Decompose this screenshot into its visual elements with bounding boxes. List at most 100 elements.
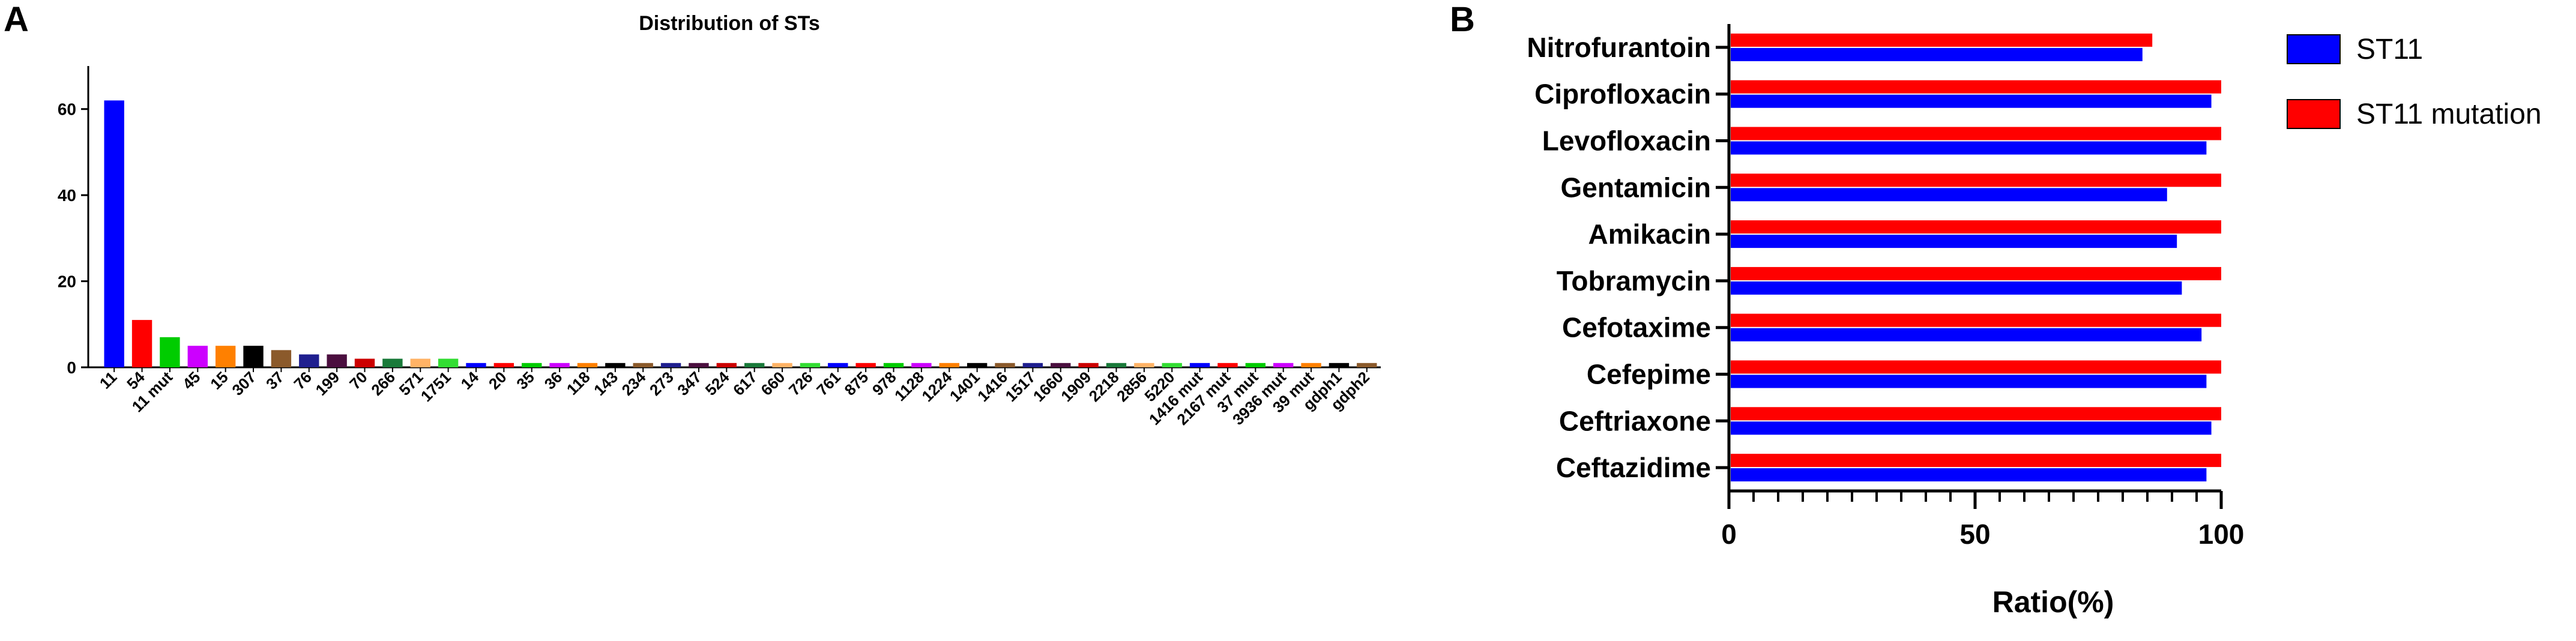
chart-a-xtick-label: 1401 [946, 368, 983, 405]
chart-b-category-label: Levofloxacin [1542, 125, 1711, 157]
chart-b-legend-swatch [2287, 99, 2341, 129]
panel-a-letter: A [4, 0, 29, 39]
chart-b-legend-swatch [2287, 34, 2341, 64]
chart-b-bar [1731, 173, 2221, 187]
chart-a-xtick-label: 524 [702, 368, 733, 399]
chart-a-bar [466, 363, 486, 367]
chart-a-bar [1051, 363, 1071, 367]
chart-a-xtick-label: 1660 [1030, 368, 1067, 405]
chart-a-bar [995, 363, 1015, 367]
chart-a-ytick-label: 60 [58, 100, 76, 119]
chart-b-bar [1731, 235, 2177, 248]
chart-a-xtick-label: 118 [563, 368, 594, 399]
chart-b-bar [1731, 188, 2167, 202]
chart-a-axes [81, 66, 1381, 372]
chart-a-bar [243, 346, 264, 367]
chart-a-bar [1022, 363, 1043, 367]
chart-a-bar [1357, 363, 1377, 367]
chart-b-legend-item: ST11 mutation [2287, 98, 2542, 130]
chart-a-bars [104, 100, 1377, 367]
chart-a-xtick-label: 307 [228, 368, 259, 399]
chart-a-bar [689, 363, 709, 367]
chart-b-bar [1731, 94, 2212, 108]
chart-b-bar [1731, 407, 2221, 421]
chart-a-xtick-label: 14 [457, 368, 483, 393]
chart-b-bar [1731, 33, 2153, 47]
chart-a-xtick-label: 761 [813, 368, 844, 399]
chart-a-xtick-label: 37 [262, 368, 288, 393]
chart-b-bars [1731, 33, 2221, 482]
chart-a-xtick-label: 617 [729, 368, 761, 399]
chart-a-bar [828, 363, 848, 367]
chart-a-ytick-label: 40 [58, 186, 76, 205]
chart-b-category-label: Cefotaxime [1562, 312, 1711, 343]
chart-a-bar [1245, 363, 1266, 367]
chart-a-bar [438, 358, 459, 367]
chart-b-bar [1731, 360, 2221, 374]
chart-b-category-label: Nitrofurantoin [1527, 32, 1711, 63]
chart-b-legend-item: ST11 [2287, 34, 2423, 65]
chart-a-title: Distribution of STs [639, 12, 820, 35]
chart-a-xtick-label: 199 [312, 368, 343, 399]
chart-b-bar [1731, 328, 2202, 342]
chart-a-bar [131, 320, 152, 367]
chart-b-bar [1731, 313, 2221, 327]
chart-a-bar [660, 363, 681, 367]
chart-a-bar [187, 346, 208, 367]
chart-a-xtick-label: 76 [290, 368, 315, 393]
chart-a-bar [215, 346, 236, 367]
chart-a-bar [271, 350, 292, 367]
chart-b-category-label: Ceftazidime [1556, 452, 1711, 483]
chart-a-xtick-label: 11 [96, 368, 121, 393]
chart-a-bar [493, 363, 514, 367]
chart-b-axes [1716, 24, 2223, 509]
chart-a-ytick-label: 0 [67, 358, 76, 377]
chart-a-xtick-label: 660 [757, 368, 788, 399]
chart-b-xtick-label: 100 [2198, 519, 2245, 550]
chart-a-bar [299, 354, 319, 367]
chart-a-bar [1329, 363, 1350, 367]
chart-a-bar [1106, 363, 1127, 367]
chart-a-bar [104, 100, 124, 367]
chart-a-xtick-label: 70 [346, 368, 371, 393]
chart-a-bar [605, 363, 626, 367]
chart-b-category-label: Amikacin [1588, 218, 1711, 250]
chart-a-bar [716, 363, 737, 367]
chart-b-xlabel: Ratio(%) [1992, 585, 2114, 619]
chart-a-bar [772, 363, 792, 367]
chart-b-xtick-label: 50 [1959, 519, 1990, 550]
chart-a-bar [883, 363, 904, 367]
chart-b-bar [1731, 266, 2221, 280]
chart-a-xtick-label: 2856 [1113, 368, 1150, 405]
chart-a-bar [911, 363, 932, 367]
chart-b-category-label: Ceftriaxone [1559, 405, 1711, 436]
chart-a-bar [1217, 363, 1238, 367]
chart-a-xtick-label: 1416 [974, 368, 1011, 405]
chart-b-category-label: Cefepime [1587, 359, 1711, 390]
chart-a-bar [1273, 363, 1294, 367]
chart-a-xtick-label: 234 [618, 368, 650, 399]
chart-b-legend-label: ST11 mutation [2356, 98, 2542, 130]
chart-a-bar [855, 363, 876, 367]
chart-a-bar [382, 358, 403, 367]
chart-b-category-label: Gentamicin [1560, 172, 1711, 203]
chart-a-bar [327, 354, 347, 367]
panel-b-letter: B [1450, 0, 1475, 39]
chart-a-bar [410, 358, 430, 367]
chart-a-bar [1162, 363, 1182, 367]
chart-a-xtick-label: 1517 [1002, 368, 1039, 405]
chart-a-xtick-label: 273 [646, 368, 677, 399]
chart-a-xtick-label: 875 [841, 368, 872, 399]
chart-a-bar [1301, 363, 1321, 367]
chart-a-xtick-label: 45 [179, 368, 204, 393]
chart-a-xtick-label: 347 [674, 368, 705, 399]
chart-a-bar [1134, 363, 1154, 367]
chart-b-bar [1731, 80, 2221, 94]
chart-a-bar [633, 363, 653, 367]
chart-a-ytick-label: 20 [58, 272, 76, 291]
